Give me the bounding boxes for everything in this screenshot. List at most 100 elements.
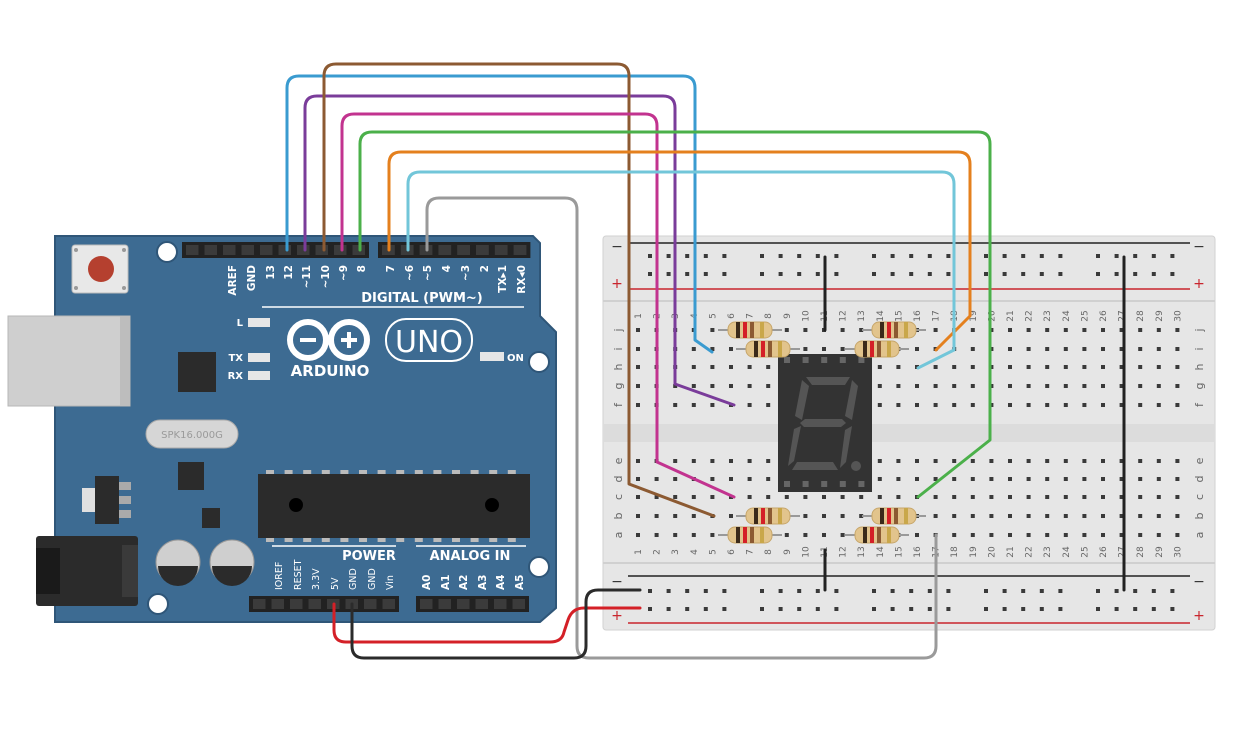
header-pin[interactable] (278, 245, 292, 255)
breadboard-hole[interactable] (890, 589, 895, 593)
breadboard-hole[interactable] (1039, 272, 1044, 276)
breadboard-hole[interactable] (803, 347, 808, 351)
breadboard-hole[interactable] (1026, 459, 1031, 463)
breadboard-hole[interactable] (1008, 495, 1012, 499)
breadboard-hole[interactable] (834, 589, 839, 593)
breadboard-hole[interactable] (1008, 403, 1012, 407)
breadboard-hole[interactable] (760, 272, 764, 276)
breadboard-hole[interactable] (815, 607, 820, 611)
breadboard-hole[interactable] (797, 254, 802, 258)
breadboard-hole[interactable] (710, 533, 715, 537)
resistor[interactable] (736, 507, 800, 525)
breadboard-hole[interactable] (1021, 607, 1026, 611)
breadboard-hole[interactable] (1114, 589, 1119, 593)
header-pin[interactable] (308, 599, 322, 609)
breadboard-hole[interactable] (747, 459, 752, 463)
digital-pin-header[interactable] (182, 242, 531, 258)
breadboard-hole[interactable] (1133, 607, 1138, 611)
breadboard-hole[interactable] (952, 495, 957, 499)
breadboard-hole[interactable] (1119, 495, 1124, 499)
breadboard-hole[interactable] (1156, 347, 1161, 351)
breadboard-hole[interactable] (984, 272, 988, 276)
breadboard-hole[interactable] (1101, 384, 1105, 388)
breadboard-hole[interactable] (834, 607, 839, 611)
breadboard-hole[interactable] (933, 365, 938, 369)
breadboard-hole[interactable] (933, 495, 938, 499)
breadboard-hole[interactable] (970, 347, 975, 351)
breadboard-hole[interactable] (691, 459, 696, 463)
resistor[interactable] (862, 321, 926, 339)
breadboard-hole[interactable] (1063, 477, 1068, 481)
breadboard-hole[interactable] (654, 533, 659, 537)
breadboard-hole[interactable] (1026, 347, 1031, 351)
breadboard-hole[interactable] (1175, 384, 1180, 388)
breadboard-hole[interactable] (673, 514, 678, 518)
breadboard-hole[interactable] (1002, 607, 1007, 611)
breadboard-hole[interactable] (859, 514, 864, 518)
breadboard-hole[interactable] (654, 477, 659, 481)
breadboard-hole[interactable] (1101, 347, 1105, 351)
breadboard-hole[interactable] (636, 347, 640, 351)
breadboard-hole[interactable] (815, 254, 820, 258)
breadboard-hole[interactable] (1045, 459, 1050, 463)
resistor[interactable] (718, 321, 782, 339)
breadboard-hole[interactable] (803, 514, 808, 518)
breadboard-hole[interactable] (729, 459, 733, 463)
breadboard-hole[interactable] (1175, 347, 1180, 351)
breadboard-hole[interactable] (1082, 403, 1087, 407)
breadboard-hole[interactable] (1045, 533, 1050, 537)
breadboard-hole[interactable] (1133, 254, 1138, 258)
resistor[interactable] (845, 340, 909, 358)
breadboard-hole[interactable] (1119, 384, 1124, 388)
breadboard-hole[interactable] (989, 459, 994, 463)
header-pin[interactable] (457, 599, 470, 609)
breadboard-hole[interactable] (872, 607, 876, 611)
wire-cyan[interactable] (406, 170, 956, 370)
breadboard-hole[interactable] (766, 365, 771, 369)
resistors[interactable] (718, 321, 926, 544)
breadboard-hole[interactable] (710, 365, 715, 369)
breadboard-hole[interactable] (896, 495, 901, 499)
header-pin[interactable] (512, 599, 526, 609)
breadboard-hole[interactable] (1151, 607, 1156, 611)
breadboard-hole[interactable] (1138, 365, 1143, 369)
breadboard-hole[interactable] (648, 254, 652, 258)
breadboard-hole[interactable] (1175, 328, 1180, 332)
breadboard-hole[interactable] (952, 514, 957, 518)
breadboard-hole[interactable] (1039, 589, 1044, 593)
header-pin[interactable] (297, 245, 310, 255)
breadboard-hole[interactable] (1119, 365, 1124, 369)
breadboard-hole[interactable] (915, 403, 919, 407)
breadboard-hole[interactable] (952, 384, 957, 388)
breadboard-hole[interactable] (1058, 607, 1063, 611)
breadboard-hole[interactable] (1101, 459, 1105, 463)
header-pin[interactable] (315, 245, 329, 255)
breadboard-hole[interactable] (1021, 272, 1026, 276)
breadboard-hole[interactable] (766, 384, 771, 388)
breadboard-hole[interactable] (722, 272, 727, 276)
breadboard-hole[interactable] (933, 328, 938, 332)
breadboard-hole[interactable] (840, 495, 845, 499)
breadboard-hole[interactable] (766, 495, 771, 499)
breadboard-hole[interactable] (691, 533, 696, 537)
breadboard-hole[interactable] (747, 403, 752, 407)
breadboard-hole[interactable] (933, 403, 938, 407)
breadboard-hole[interactable] (673, 477, 678, 481)
breadboard-hole[interactable] (710, 403, 715, 407)
header-pin[interactable] (223, 245, 236, 255)
breadboard-hole[interactable] (1170, 607, 1175, 611)
breadboard-hole[interactable] (648, 589, 652, 593)
breadboard-hole[interactable] (1026, 477, 1031, 481)
breadboard-hole[interactable] (834, 254, 839, 258)
breadboard-hole[interactable] (1008, 514, 1012, 518)
breadboard-hole[interactable] (778, 254, 783, 258)
breadboard-hole[interactable] (1008, 347, 1012, 351)
breadboard-hole[interactable] (1082, 328, 1087, 332)
breadboard-hole[interactable] (1008, 365, 1012, 369)
breadboard-hole[interactable] (1156, 477, 1161, 481)
breadboard-hole[interactable] (896, 477, 901, 481)
breadboard-hole[interactable] (685, 272, 690, 276)
breadboard-hole[interactable] (747, 495, 752, 499)
breadboard-hole[interactable] (654, 514, 659, 518)
breadboard-hole[interactable] (890, 607, 895, 611)
